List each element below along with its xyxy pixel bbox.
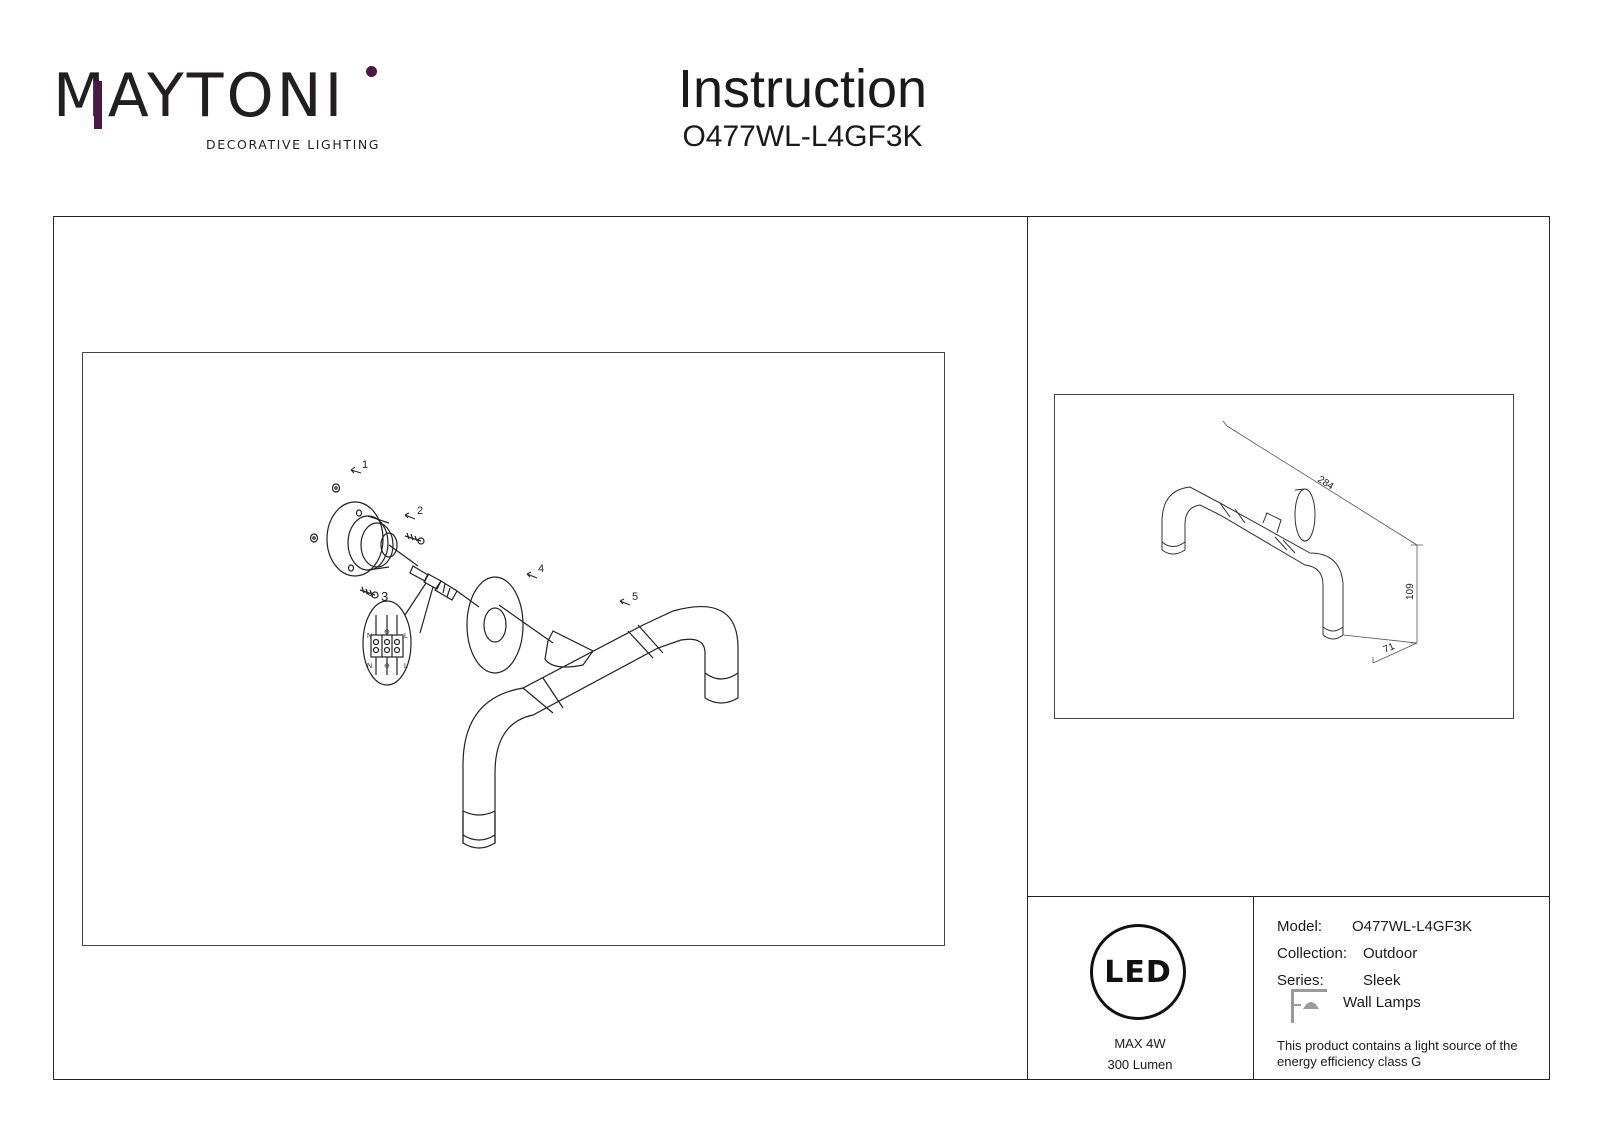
callout-3: 3 bbox=[381, 589, 388, 604]
wall-mount-plate bbox=[326, 501, 398, 577]
spec-collection-label: Collection: bbox=[1277, 945, 1348, 962]
terminal-label-earth-bottom: ⊕ bbox=[384, 663, 390, 670]
wall-lamp-icon bbox=[1289, 985, 1329, 1025]
callout-arrows bbox=[350, 466, 631, 606]
dimension-height: 109 bbox=[1405, 583, 1416, 600]
callout-2: 2 bbox=[417, 505, 423, 517]
dimension-depth: 71 bbox=[1382, 641, 1397, 656]
energy-note-line2: energy efficiency class G bbox=[1277, 1054, 1422, 1069]
energy-note-line1: This product contains a light source of … bbox=[1277, 1038, 1518, 1053]
energy-note: This product contains a light source of … bbox=[1277, 1038, 1518, 1070]
frame-divider-vertical bbox=[1027, 216, 1028, 1080]
dimension-length: 284 bbox=[1315, 474, 1335, 492]
page-title: Instruction bbox=[677, 59, 928, 119]
screw-anchor-left bbox=[309, 533, 319, 543]
sheet-frame bbox=[53, 216, 1550, 1080]
lamp-outline bbox=[1161, 486, 1344, 640]
led-lumen: 300 Lumen bbox=[1107, 1057, 1173, 1072]
spec-model-label: Model: bbox=[1277, 918, 1323, 935]
lamp-body bbox=[462, 606, 739, 849]
screw-3 bbox=[359, 586, 379, 599]
spec-divider bbox=[1253, 896, 1254, 1080]
terminal-label-n-top: N bbox=[367, 633, 372, 640]
spec-collection-value: Outdoor bbox=[1363, 945, 1418, 962]
spec-series-value: Sleek bbox=[1363, 972, 1401, 989]
logo-accent-dot bbox=[366, 66, 377, 77]
model-code: O477WL-L4GF3K bbox=[682, 120, 923, 153]
led-power: MAX 4W bbox=[1114, 1036, 1166, 1051]
terminal-label-l-top: L bbox=[404, 633, 408, 640]
dimension-diagram: 284 109 71 bbox=[1161, 420, 1423, 664]
waterproof-connector bbox=[409, 565, 480, 608]
logo-accent-bar bbox=[94, 81, 102, 129]
cover-ring bbox=[466, 576, 554, 674]
callout-1: 1 bbox=[362, 459, 368, 471]
callout-4: 4 bbox=[538, 563, 544, 575]
dimension-diagram-panel: 284 109 71 bbox=[1054, 394, 1514, 719]
terminal-label-l-bottom: L bbox=[404, 663, 408, 670]
spec-series-label: Series: bbox=[1277, 972, 1324, 989]
led-badge: LED bbox=[1090, 924, 1186, 1020]
terminal-label-earth-top: ⊕ bbox=[384, 629, 390, 636]
power-cable bbox=[388, 544, 419, 567]
zoom-leader bbox=[404, 582, 434, 634]
spec-model-value: O477WL-L4GF3K bbox=[1352, 918, 1473, 935]
terminal-label-n-bottom: N bbox=[367, 663, 372, 670]
led-badge-text: LED bbox=[1104, 954, 1172, 990]
assembly-diagram-panel: 1 2 3 4 5 N ⊕ L N ⊕ L bbox=[82, 352, 945, 946]
screw-anchor-top bbox=[331, 483, 341, 493]
assembly-diagram: 1 2 3 4 5 N ⊕ L N ⊕ L bbox=[309, 459, 739, 849]
dimension-lines bbox=[1222, 420, 1423, 664]
terminal-block-detail bbox=[362, 600, 412, 686]
brand-tagline: DECORATIVE LIGHTING bbox=[206, 137, 381, 152]
spec-type-value: Wall Lamps bbox=[1343, 994, 1421, 1011]
callout-5: 5 bbox=[632, 591, 638, 603]
frame-divider-horizontal bbox=[1027, 896, 1550, 897]
screw-2 bbox=[404, 532, 425, 545]
